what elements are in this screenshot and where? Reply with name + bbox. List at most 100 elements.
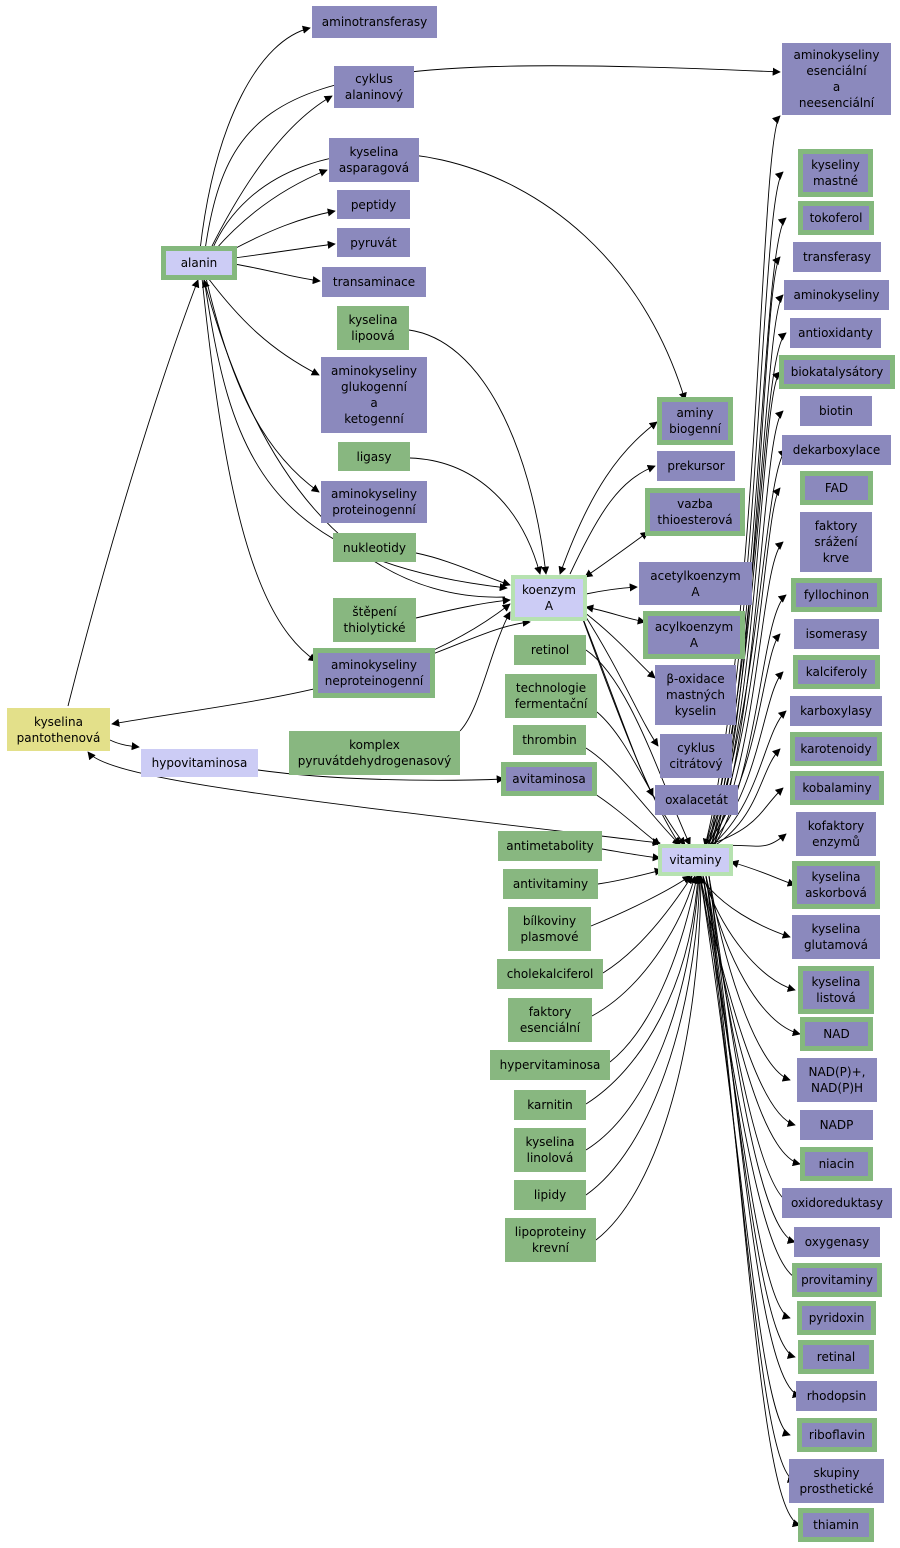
node-bilkoviny-plasmove[interactable]: bílkoviny plasmové [508,907,591,951]
node-avitaminosa[interactable]: avitaminosa [506,767,592,791]
edge-7 [233,263,321,285]
edge-20 [459,611,511,732]
edge-1 [199,25,311,251]
node-kyselina-asparagova[interactable]: kyselina asparagová [329,138,419,182]
node-thrombin[interactable]: thrombin [513,725,586,755]
node-antivitaminy[interactable]: antivitaminy [503,869,598,899]
node-faktory-esencialni[interactable]: faktory esenciální [508,998,592,1042]
node-karboxylasy[interactable]: karboxylasy [790,696,882,726]
edge-71 [699,875,796,1127]
edge-81 [705,875,801,1528]
edge-36 [585,747,681,846]
node-nad[interactable]: NAD [805,1022,868,1046]
edge-65 [707,833,787,847]
node-fyllochinon[interactable]: fyllochinon [796,583,877,607]
node-lipoproteiny-krevni[interactable]: lipoproteiny krevní [505,1218,596,1262]
node-nadp-nadph[interactable]: NAD(P)+, NAD(P)H [797,1058,877,1102]
node-kyselina-lipoova[interactable]: kyselina lipoová [337,306,409,350]
node-aminokyseliny[interactable]: aminokyseliny [784,280,889,310]
node-oxidoreduktasy[interactable]: oxidoreduktasy [782,1188,892,1218]
node-antimetabolity[interactable]: antimetabolity [498,831,602,861]
node-aminokyseliny-esencialni[interactable]: aminokyseliny esenciální a neesenciální [782,43,891,115]
node-biokatalysatory[interactable]: biokatalysátory [784,360,890,384]
node-nukleotidy[interactable]: nukleotidy [333,533,416,562]
node-technologie-fermentacni[interactable]: technologie fermentační [505,674,597,718]
node-thiamin[interactable]: thiamin [803,1513,869,1537]
node-transaminace[interactable]: transaminace [322,267,426,297]
node-tokoferol[interactable]: tokoferol [803,206,869,230]
node-provitaminy[interactable]: provitaminy [797,1268,877,1292]
edge-41 [602,875,693,974]
edge-39 [597,867,663,885]
node-isomerasy[interactable]: isomerasy [794,619,879,649]
edge-63 [713,748,781,847]
node-rhodopsin[interactable]: rhodopsin [796,1381,877,1411]
node-cyklus-alaninovy[interactable]: cyklus alaninový [334,66,414,108]
edge-69 [705,875,801,1037]
node-pyruvat[interactable]: pyruvát [337,228,410,257]
node-koenzym-a[interactable]: koenzym A [515,579,583,617]
node-faktory-srazeni-krve[interactable]: faktory srážení krve [800,512,872,572]
edge-77 [705,875,796,1359]
node-pyridoxin[interactable]: pyridoxin [802,1306,871,1330]
node-karnitin[interactable]: karnitin [514,1090,586,1120]
edge-5 [231,208,336,251]
node-transferasy[interactable]: transferasy [793,242,881,272]
node-retinal[interactable]: retinal [803,1345,869,1369]
edge-60 [704,633,781,847]
node-antioxidanty[interactable]: antioxidanty [790,318,881,348]
node-komplex-pyruvatdehydrogenasovy[interactable]: komplex pyruvátdehydrogenasový [289,731,460,775]
node-kyseliny-mastne[interactable]: kyseliny mastné [803,154,868,192]
edge-42 [591,875,697,1017]
node-oxalacetat[interactable]: oxalacetát [655,785,738,815]
node-prekursor[interactable]: prekursor [657,451,735,481]
node-niacin[interactable]: niacin [805,1152,868,1176]
node-vazba-thioesterova[interactable]: vazba thioesterová [650,493,740,531]
node-kyselina-linolova[interactable]: kyselina linolová [514,1128,586,1172]
node-ligasy[interactable]: ligasy [338,442,410,471]
node-fad[interactable]: FAD [805,476,868,500]
node-riboflavin[interactable]: riboflavin [802,1423,872,1447]
node-kyselina-askorbova[interactable]: kyselina askorbová [797,866,875,904]
edge-47 [595,875,706,1241]
node-kyselina-pantothenova[interactable]: kyselina pantothenová [7,708,110,751]
node-hypervitaminosa[interactable]: hypervitaminosa [490,1050,610,1080]
node-biotin[interactable]: biotin [800,396,872,426]
edge-40 [590,875,691,927]
node-acetylkoenzym-a[interactable]: acetylkoenzym A [639,562,752,605]
edge-22 [558,421,658,575]
node-vitaminy[interactable]: vitaminy [662,848,729,872]
node-lipidy[interactable]: lipidy [514,1180,586,1210]
edge-11 [203,277,508,592]
node-kyselina-glutamova[interactable]: kyselina glutamová [792,915,880,959]
edge-24 [584,531,649,578]
node-oxygenasy[interactable]: oxygenasy [794,1227,880,1257]
node-karotenoidy[interactable]: karotenoidy [795,737,877,761]
node-aminokyseliny-neproteinogenni[interactable]: aminokyseliny neproteinogenní [318,653,430,693]
node-hypovitaminosa[interactable]: hypovitaminosa [141,749,258,777]
node-aminokyseliny-proteinogenni[interactable]: aminokyseliny proteinogenní [321,481,427,523]
edge-79 [699,875,791,1437]
node-cyklus-citratovy[interactable]: cyklus citrátový [660,734,732,778]
edge-4 [214,168,328,251]
node-kyselina-listova[interactable]: kyselina listová [803,971,869,1009]
node-kalciferoly[interactable]: kalciferoly [798,660,875,684]
node-stepeni-thiolyticke[interactable]: štěpení thiolytické [333,598,416,642]
node-beta-oxidace[interactable]: β-oxidace mastných kyselin [655,665,736,725]
node-peptidy[interactable]: peptidy [337,190,410,219]
edge-37 [591,791,661,846]
node-alanin[interactable]: alanin [166,251,232,275]
node-acylkoenzym-a[interactable]: acylkoenzym A [648,616,740,654]
node-kobalaminy[interactable]: kobalaminy [795,776,879,800]
node-aminokyseliny-glukogenni[interactable]: aminokyseliny glukogenní a ketogenní [321,357,427,433]
edge-14 [67,279,200,707]
node-skupiny-prostheticke[interactable]: skupiny prosthetické [789,1459,884,1503]
node-cholekalciferol[interactable]: cholekalciferol [497,959,603,989]
node-kofaktory-enzymu[interactable]: kofaktory enzymů [796,812,876,856]
node-dekarboxylace[interactable]: dekarboxylace [782,435,891,465]
node-aminy-biogenni[interactable]: aminy biogenní [662,402,728,440]
node-nadp[interactable]: NADP [800,1110,873,1140]
node-retinol[interactable]: retinol [514,635,586,665]
node-aminotransferasy[interactable]: aminotransferasy [312,6,437,38]
